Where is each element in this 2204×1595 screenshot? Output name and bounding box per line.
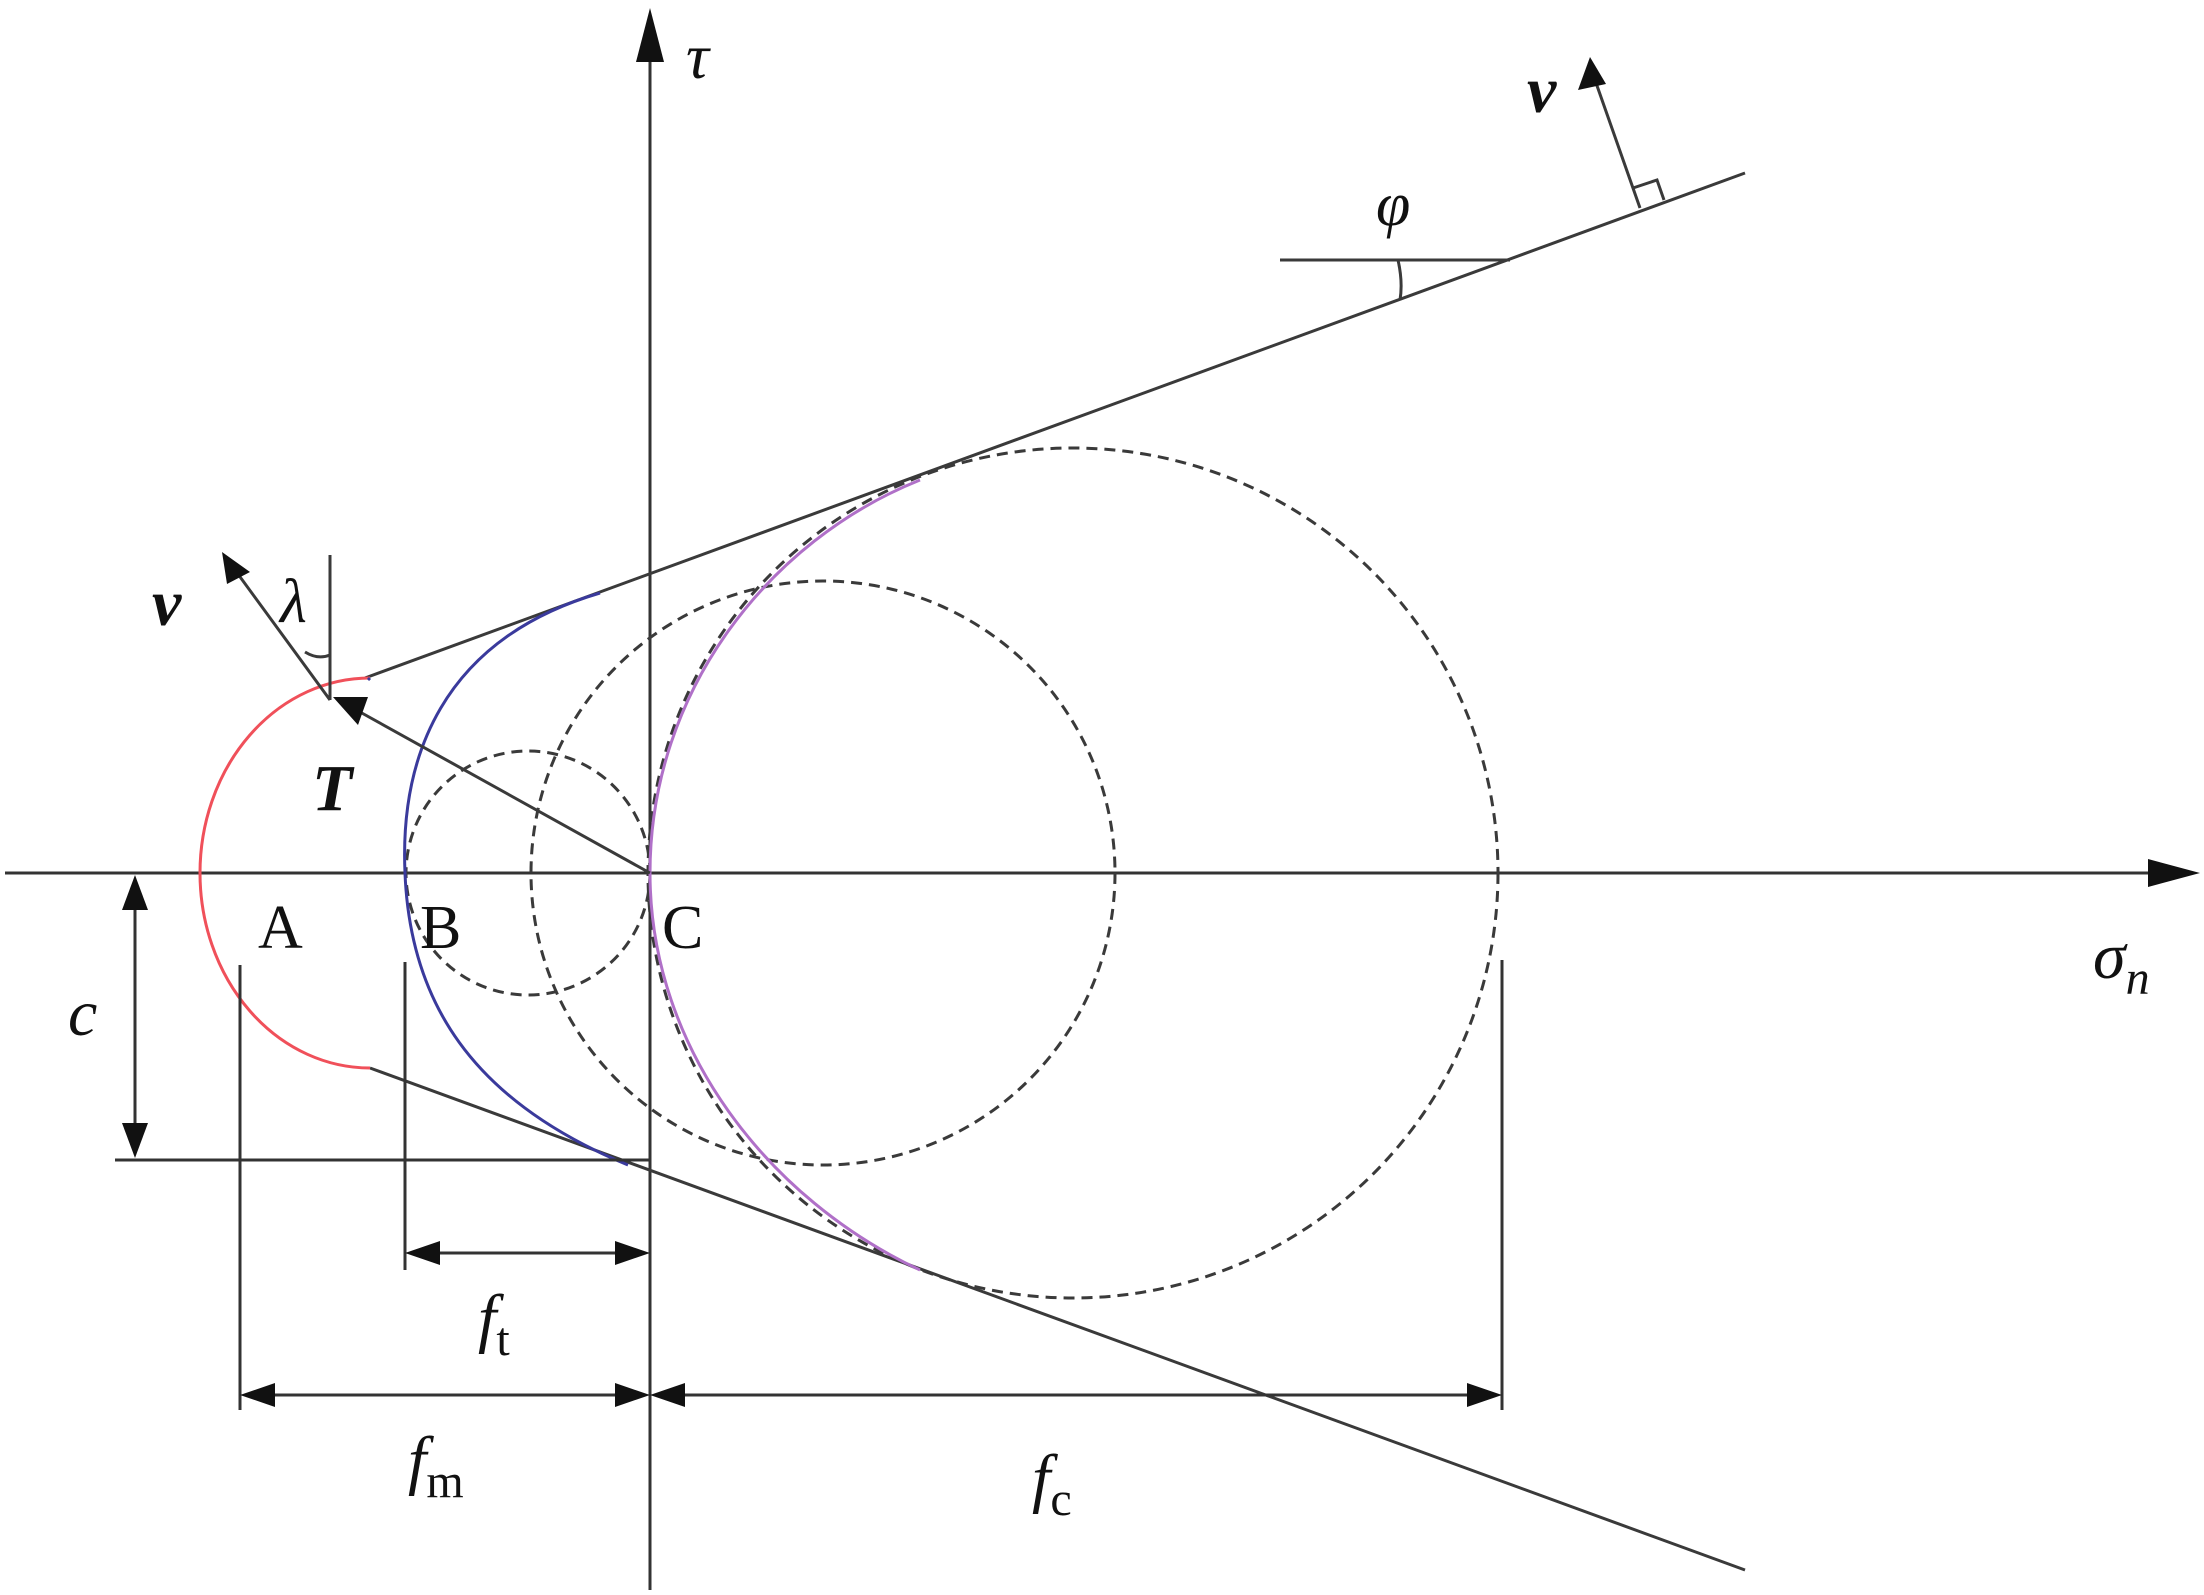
c-label: c [68,977,97,1050]
tau-label: τ [686,21,711,92]
right-normal-line [1593,79,1642,209]
c-arrow-bottom [122,1123,148,1158]
sigma-n-label: σn [2093,920,2150,1005]
vector-t-line [359,710,651,875]
dimension-lines [238,960,1504,1410]
envelope-segment-c [648,478,921,1272]
c-arrow-top [122,875,148,910]
fc-arrow-left [650,1383,685,1407]
dimension-c [115,875,650,1162]
ft-arrow-right [615,1241,650,1265]
labels: τ σn A B C T v v λ φ c ft fm fc [68,21,2150,1526]
fm-arrow-left [240,1383,275,1407]
ft-subscript: t [496,1313,510,1366]
envelope-segment-a [198,676,371,1070]
mohr-circle-shear [529,579,1117,1167]
axes [5,8,2200,1590]
sigma-subscript: n [2126,952,2150,1005]
vector-t [333,697,651,875]
left-normal-line [233,569,332,701]
tau-axis-arrowhead [636,8,664,62]
right-normal-arrowhead [1578,57,1606,90]
fc-subscript: c [1050,1473,1071,1526]
right-v-label: v [1527,54,1557,127]
point-c-label: C [662,894,703,962]
left-normal-arrowhead [222,552,250,584]
left-normal [222,552,332,701]
lambda-label: λ [278,568,307,636]
fm-arrow-right [615,1383,650,1407]
envelope-segment-b [366,591,629,1167]
lambda-arc [304,650,331,659]
colored-envelope [198,478,921,1272]
ft-label: ft [478,1282,510,1366]
sigma-symbol: σ [2093,920,2128,993]
phi-label: φ [1376,171,1410,239]
sigma-axis-arrowhead [2148,859,2200,887]
point-a-label: A [258,894,303,962]
right-angle-marker [1632,178,1666,201]
fc-arrow-right [1467,1383,1502,1407]
phi-arc [1396,259,1403,301]
ft-arrow-left [405,1241,440,1265]
fc-label: fc [1032,1442,1072,1526]
fm-subscript: m [426,1455,463,1508]
fm-label: fm [408,1424,464,1508]
vector-t-arrowhead [333,697,368,725]
vector-t-label: T [312,752,355,825]
left-v-label: v [152,567,182,640]
point-b-label: B [420,894,461,962]
right-normal [1280,57,1666,301]
